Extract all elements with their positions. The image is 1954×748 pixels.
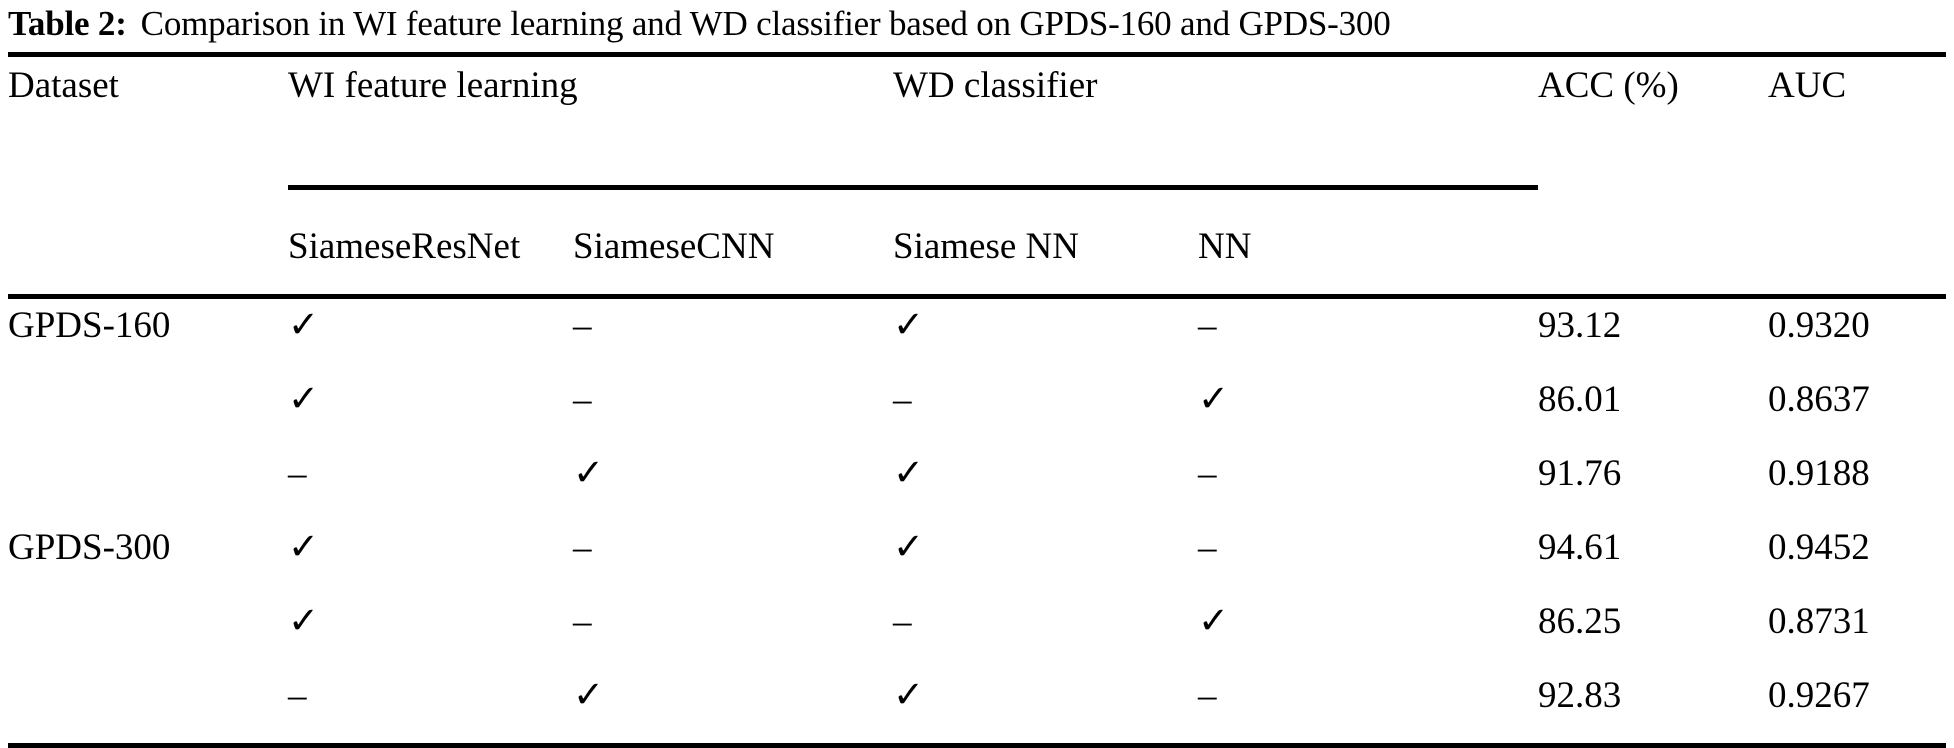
header-dataset: Dataset (8, 65, 119, 106)
header-spacer-upper (8, 151, 1946, 185)
cell-siamese-nn: ✓ (893, 527, 925, 568)
header-acc: ACC (%) (1538, 65, 1679, 106)
cell-siamese-cnn: ✓ (573, 453, 605, 494)
header-siamese-resnet: SiameseResNet (288, 226, 521, 267)
cell-siamese-cnn: – (573, 305, 592, 346)
cell-nn: ✓ (1198, 379, 1230, 420)
table-figure: Table 2: Comparison in WI feature learnin… (8, 0, 1946, 748)
comparison-table: Dataset WI feature learning WD classifie… (8, 50, 1946, 748)
header-auc: AUC (1768, 65, 1847, 106)
header-dataset-empty (8, 228, 288, 294)
table-row: GPDS-300 ✓ – ✓ – 94.61 0.9452 (8, 521, 1946, 595)
cell-nn: ✓ (1198, 601, 1230, 642)
table-caption: Table 2: Comparison in WI feature learnin… (8, 0, 1946, 46)
table-bottomrule (8, 741, 1946, 748)
header-siamese-cnn: SiameseCNN (573, 226, 775, 267)
table-row: – ✓ ✓ – 92.83 0.9267 (8, 669, 1946, 743)
cell-dataset (8, 669, 288, 743)
cell-acc: 92.83 (1538, 675, 1622, 716)
cell-acc: 91.76 (1538, 453, 1622, 494)
cell-siamese-nn: ✓ (893, 675, 925, 716)
cell-siamese-nn: – (893, 601, 912, 642)
cell-dataset: GPDS-160 (8, 305, 171, 346)
cell-auc: 0.9452 (1768, 527, 1870, 568)
header-auc-empty (1768, 228, 1946, 294)
table-row: ✓ – – ✓ 86.01 0.8637 (8, 373, 1946, 447)
header-wd-classifier: WD classifier (893, 65, 1098, 106)
cell-dataset (8, 373, 288, 447)
cell-siamese-resnet: ✓ (288, 379, 320, 420)
cell-dataset: GPDS-300 (8, 527, 171, 568)
header-wi-feature-learning: WI feature learning (288, 65, 578, 106)
cell-dataset (8, 595, 288, 669)
cell-siamese-cnn: – (573, 527, 592, 568)
cell-siamese-resnet: – (288, 453, 307, 494)
table-header-row-groups: Dataset WI feature learning WD classifie… (8, 55, 1946, 152)
caption-label: Table 2: (8, 4, 127, 43)
table-row: – ✓ ✓ – 91.76 0.9188 (8, 447, 1946, 521)
table-midrule (8, 292, 1946, 299)
table-header-row-methods: SiameseResNet SiameseCNN Siamese NN NN (8, 228, 1946, 294)
cell-acc: 93.12 (1538, 305, 1622, 346)
header-acc-empty (1538, 228, 1768, 294)
table-toprule (8, 50, 1946, 57)
header-spacer-lower (8, 188, 1946, 229)
cell-siamese-resnet: – (288, 675, 307, 716)
caption-text: Comparison in WI feature learning and WD… (140, 4, 1391, 43)
table-cmidrule (8, 183, 1946, 190)
cell-siamese-nn: – (893, 379, 912, 420)
cell-siamese-nn: ✓ (893, 453, 925, 494)
cell-nn: – (1198, 453, 1217, 494)
cell-siamese-nn: ✓ (893, 305, 925, 346)
cell-siamese-resnet: ✓ (288, 527, 320, 568)
cell-siamese-cnn: ✓ (573, 675, 605, 716)
cell-auc: 0.9188 (1768, 453, 1870, 494)
cell-auc: 0.8731 (1768, 601, 1870, 642)
cell-siamese-cnn: – (573, 601, 592, 642)
cell-siamese-resnet: ✓ (288, 601, 320, 642)
cell-dataset (8, 447, 288, 521)
cell-auc: 0.8637 (1768, 379, 1870, 420)
cell-siamese-cnn: – (573, 379, 592, 420)
header-siamese-nn: Siamese NN (893, 226, 1079, 267)
cell-acc: 86.25 (1538, 601, 1622, 642)
table-row: ✓ – – ✓ 86.25 0.8731 (8, 595, 1946, 669)
cell-nn: – (1198, 527, 1217, 568)
cell-auc: 0.9320 (1768, 305, 1870, 346)
cell-nn: – (1198, 675, 1217, 716)
cell-nn: – (1198, 305, 1217, 346)
cell-acc: 94.61 (1538, 527, 1622, 568)
header-nn: NN (1198, 226, 1252, 267)
cmidrule-span-methods (288, 183, 1538, 190)
cell-auc: 0.9267 (1768, 675, 1870, 716)
cell-siamese-resnet: ✓ (288, 305, 320, 346)
table-row: GPDS-160 ✓ – ✓ – 93.12 0.9320 (8, 297, 1946, 374)
cell-acc: 86.01 (1538, 379, 1622, 420)
